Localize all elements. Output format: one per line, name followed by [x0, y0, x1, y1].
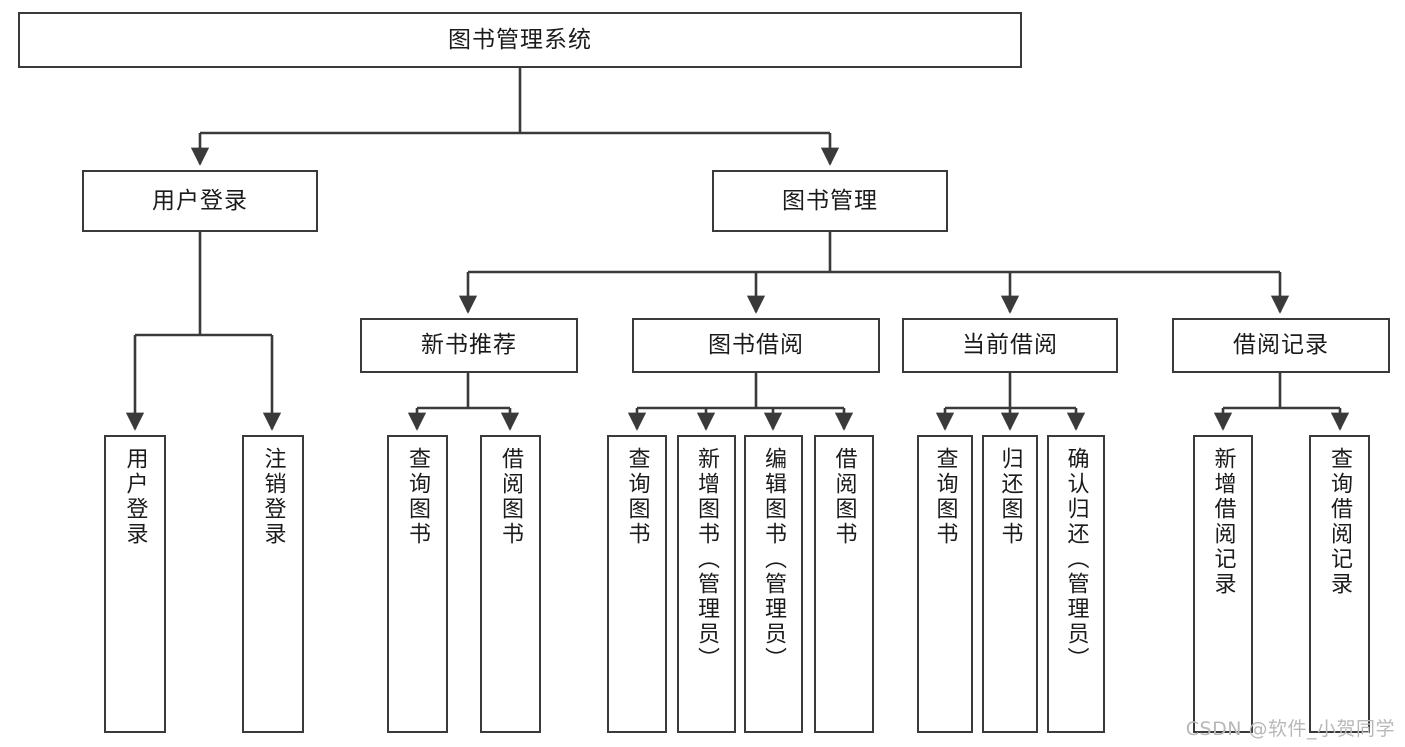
leaf-borrow-book-rec[interactable]: 借阅图书 [480, 435, 541, 733]
leaf-query-borrow-record-label: 查询借阅记录 [1327, 447, 1353, 597]
leaf-confirm-return-label: 确认归还（管理员） [1063, 447, 1089, 672]
leaf-add-borrow-record-label: 新增借阅记录 [1210, 447, 1236, 597]
leaf-borrow-book[interactable]: 借阅图书 [814, 435, 874, 733]
node-user-login-label: 用户登录 [152, 187, 248, 214]
watermark: CSDN @软件_小贺同学 [1185, 718, 1395, 740]
leaf-borrow-book-rec-label: 借阅图书 [498, 447, 524, 547]
node-book-manage[interactable]: 图书管理 [712, 170, 948, 232]
leaf-query-book-borrow[interactable]: 查询图书 [607, 435, 667, 733]
leaf-add-borrow-record[interactable]: 新增借阅记录 [1193, 435, 1253, 733]
leaf-user-logout[interactable]: 注销登录 [242, 435, 304, 733]
leaf-edit-book[interactable]: 编辑图书（管理员） [744, 435, 803, 733]
leaf-query-book-rec[interactable]: 查询图书 [387, 435, 448, 733]
node-root[interactable]: 图书管理系统 [18, 12, 1022, 68]
node-book-borrow-label: 图书借阅 [708, 332, 804, 359]
leaf-user-login-label: 用户登录 [122, 447, 148, 547]
leaf-query-book-cur[interactable]: 查询图书 [917, 435, 973, 733]
node-borrow-record-label: 借阅记录 [1233, 332, 1329, 359]
leaf-user-login[interactable]: 用户登录 [104, 435, 166, 733]
node-user-login[interactable]: 用户登录 [82, 170, 318, 232]
node-book-borrow[interactable]: 图书借阅 [632, 318, 880, 373]
leaf-user-logout-label: 注销登录 [260, 447, 286, 547]
leaf-add-book[interactable]: 新增图书（管理员） [677, 435, 736, 733]
leaf-query-book-borrow-label: 查询图书 [624, 447, 650, 547]
leaf-return-book-label: 归还图书 [997, 447, 1023, 547]
leaf-confirm-return[interactable]: 确认归还（管理员） [1047, 435, 1105, 733]
leaf-borrow-book-label: 借阅图书 [831, 447, 857, 547]
node-new-book-recommend-label: 新书推荐 [421, 332, 517, 359]
leaf-query-borrow-record[interactable]: 查询借阅记录 [1309, 435, 1370, 733]
node-current-borrow[interactable]: 当前借阅 [902, 318, 1118, 373]
node-root-label: 图书管理系统 [448, 26, 592, 53]
leaf-return-book[interactable]: 归还图书 [982, 435, 1038, 733]
leaf-edit-book-label: 编辑图书（管理员） [761, 447, 787, 672]
leaf-add-book-label: 新增图书（管理员） [694, 447, 720, 672]
node-new-book-recommend[interactable]: 新书推荐 [360, 318, 578, 373]
node-current-borrow-label: 当前借阅 [962, 332, 1058, 359]
node-borrow-record[interactable]: 借阅记录 [1172, 318, 1390, 373]
node-book-manage-label: 图书管理 [782, 187, 878, 214]
leaf-query-book-rec-label: 查询图书 [405, 447, 431, 547]
leaf-query-book-cur-label: 查询图书 [932, 447, 958, 547]
